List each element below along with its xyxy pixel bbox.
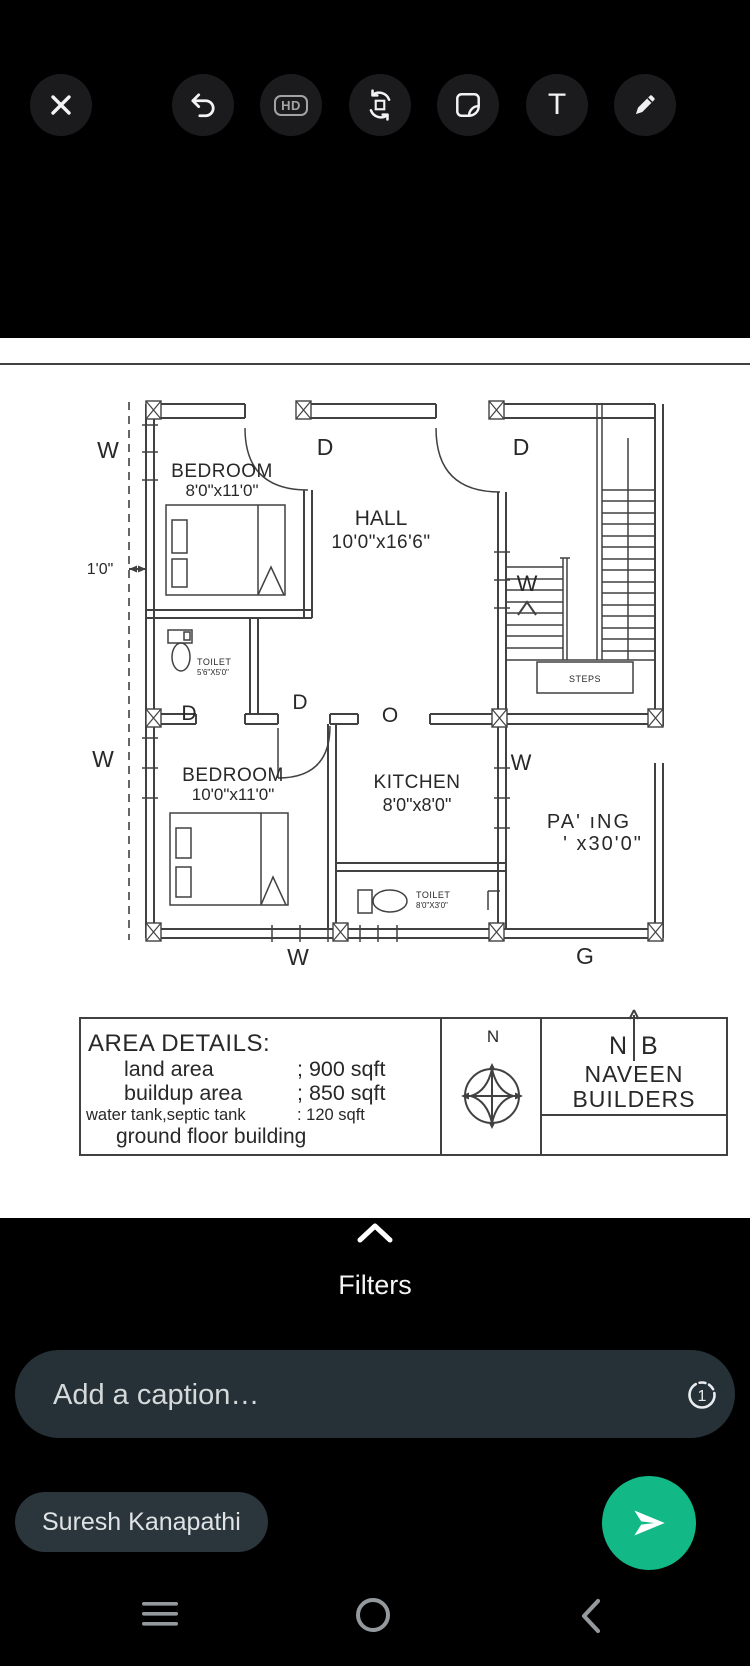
hd-icon: HD [274, 94, 308, 116]
view-once-button[interactable]: 1 [685, 1378, 719, 1415]
gate-label: G [576, 943, 594, 969]
column-markers [145, 400, 664, 942]
builder-name-line2: BUILDERS [572, 1086, 695, 1112]
floor-plan-drawing: W 1'0" W W W G D D D D O W BEDROOM 8'0"x… [0, 363, 750, 1156]
crop-rotate-button[interactable] [349, 74, 411, 136]
send-button[interactable] [602, 1476, 696, 1570]
crop-rotate-icon [369, 89, 391, 121]
hamburger-icon [142, 1602, 178, 1626]
area-details-table: AREA DETAILS: land area ; 900 sqft build… [79, 1017, 728, 1156]
area-row-label: water tank,septic tank [85, 1106, 246, 1124]
chevron-up-icon [357, 1223, 393, 1243]
door-label: D [317, 434, 334, 460]
back-chevron-icon [581, 1598, 601, 1634]
dimension-label: 1'0" [87, 561, 114, 578]
compass-rose: N [461, 1027, 523, 1129]
room-dims-parking: ' x30'0" [563, 833, 643, 855]
area-row-label: buildup area [124, 1081, 242, 1105]
recipient-chip[interactable]: Suresh Kanapathi [15, 1492, 268, 1552]
room-name-parking: PA' ıNG [547, 811, 631, 833]
bed-bedroom2 [169, 812, 289, 906]
door-label: D [292, 691, 307, 714]
room-dims-bedroom2: 10'0"x11'0" [192, 785, 275, 804]
room-dims-kitchen: 8'0"x8'0" [383, 795, 452, 815]
area-row-value: : 120 sqft [297, 1106, 365, 1124]
add-text-button[interactable]: T [526, 74, 588, 136]
builder-logo: N B NAVEEN BUILDERS [572, 1009, 695, 1112]
area-row-label: ground floor building [116, 1125, 306, 1148]
up-arrow [517, 600, 537, 616]
room-dims-toilet2: 8'0"X3'0" [416, 901, 448, 910]
hd-quality-button[interactable]: HD [260, 74, 322, 136]
room-dims-hall: 10'0"x16'6" [331, 532, 430, 553]
close-icon [51, 95, 71, 115]
room-name-kitchen: KITCHEN [374, 772, 461, 793]
window-label: W [287, 944, 309, 970]
builder-name-line1: NAVEEN [585, 1061, 684, 1087]
door-label: D [513, 434, 530, 460]
window-label: W [92, 746, 114, 772]
caption-input[interactable] [51, 1350, 635, 1440]
stairs [487, 404, 655, 910]
room-name-bedroom1: BEDROOM [171, 461, 273, 482]
undo-button[interactable] [172, 74, 234, 136]
send-icon [634, 1510, 665, 1536]
logo-n: N [609, 1032, 627, 1060]
circle-icon [356, 1598, 390, 1632]
undo-icon [191, 93, 215, 118]
nav-recents-button[interactable] [142, 1600, 178, 1631]
caption-bar: 1 [15, 1350, 735, 1440]
area-row-value: ; 850 sqft [297, 1081, 385, 1105]
window-label: W [511, 750, 532, 775]
recipient-name: Suresh Kanapathi [42, 1507, 241, 1536]
toilet1-fixture [167, 629, 193, 672]
window-label: W [517, 571, 538, 596]
sticker-button[interactable] [437, 74, 499, 136]
nav-back-button[interactable] [578, 1597, 604, 1638]
bed-bedroom1 [165, 504, 286, 596]
draw-button[interactable] [614, 74, 676, 136]
logo-b: B [641, 1032, 658, 1060]
dimension-marker [129, 565, 146, 573]
room-dims-toilet1: 5'6"X5'0" [197, 668, 229, 677]
room-dims-bedroom1: 8'0"x11'0" [185, 481, 258, 500]
door-swings [244, 427, 501, 779]
nav-home-button[interactable] [353, 1595, 393, 1638]
pencil-icon [635, 95, 655, 115]
window-label: W [97, 437, 119, 463]
sticker-icon [456, 93, 480, 117]
room-name-hall: HALL [355, 507, 408, 530]
area-details-title: AREA DETAILS: [88, 1030, 270, 1057]
room-name-toilet1: TOILET [197, 657, 231, 667]
steps-label: STEPS [569, 674, 601, 684]
window-symbols [142, 424, 510, 942]
area-row-label: land area [124, 1057, 214, 1081]
door-label: D [181, 702, 196, 725]
room-name-toilet2: TOILET [416, 890, 450, 900]
opening-label: O [382, 704, 398, 727]
walls [145, 403, 664, 939]
filters-label: Filters [338, 1270, 412, 1300]
image-preview[interactable]: W 1'0" W W W G D D D D O W BEDROOM 8'0"x… [0, 338, 750, 1218]
text-tool-icon: T [547, 88, 567, 121]
svg-text:1: 1 [698, 1388, 707, 1405]
filters-expand-button[interactable] [352, 1220, 398, 1246]
view-once-icon: 1 [688, 1381, 716, 1409]
room-name-bedroom2: BEDROOM [182, 765, 284, 786]
north-label: N [487, 1027, 499, 1046]
close-button[interactable] [30, 74, 92, 136]
area-row-value: ; 900 sqft [297, 1057, 385, 1081]
toilet2-fixture [357, 889, 408, 914]
